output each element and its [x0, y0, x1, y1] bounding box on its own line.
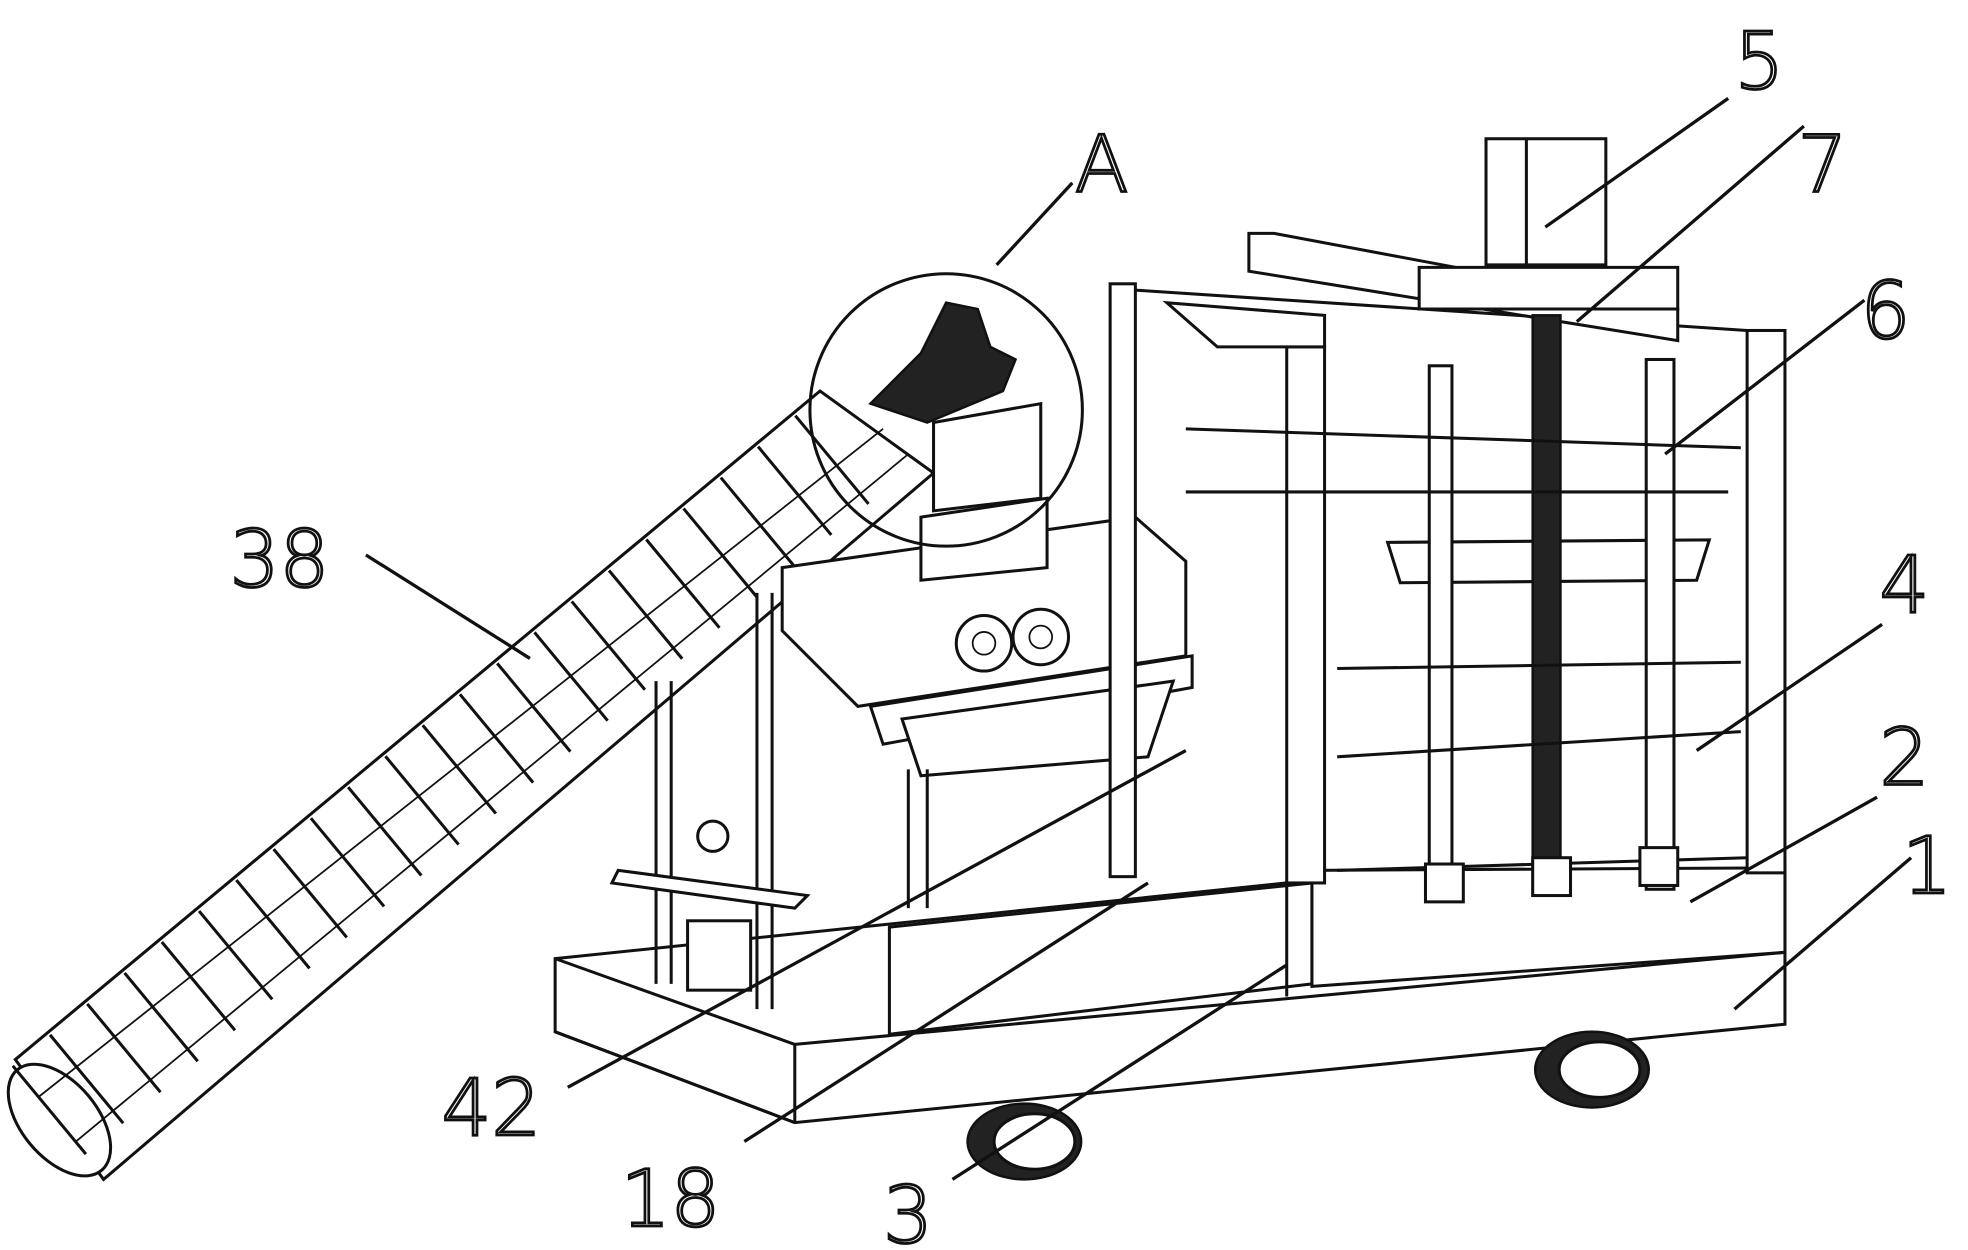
leader-lines — [365, 97, 1913, 1181]
conveyor-rib — [496, 662, 572, 753]
conveyor-rib — [235, 879, 311, 970]
conveyor-rib — [645, 538, 721, 629]
detail-circle-a — [808, 272, 1084, 548]
base-platform — [553, 866, 1787, 1125]
label-38: 38 — [230, 515, 330, 606]
conveyor-rib — [719, 476, 796, 567]
mixer-unit — [609, 272, 1194, 1010]
label-a: A — [1075, 120, 1129, 211]
conveyor-rib — [48, 1033, 125, 1125]
conveyor-rib — [160, 941, 237, 1032]
conveyor-rib — [607, 569, 684, 660]
label-2: 2 — [1880, 713, 1930, 804]
label-7: 7 — [1798, 120, 1848, 211]
conveyor-rib — [309, 817, 386, 908]
conveyor-rib — [197, 910, 274, 1001]
label-42: 42 — [442, 1063, 542, 1154]
label-1: 1 — [1902, 821, 1952, 912]
lifting-frame — [1108, 137, 1787, 904]
label-18: 18 — [621, 1154, 721, 1245]
label-3: 3 — [883, 1170, 933, 1250]
conveyor-rib — [570, 600, 647, 691]
conveyor-rib — [11, 1064, 88, 1156]
conveyor-rib — [86, 1002, 162, 1094]
wheels — [966, 1030, 1650, 1181]
label-4: 4 — [1880, 540, 1930, 631]
conveyor-rib — [272, 848, 348, 939]
conveyor-rib — [794, 414, 870, 505]
conveyor-rib — [421, 724, 498, 815]
conveyor-rib — [682, 507, 758, 598]
conveyor-rib — [346, 786, 423, 877]
conveyor-ribs — [11, 414, 870, 1156]
conveyor-rib — [756, 445, 833, 536]
label-5: 5 — [1735, 16, 1785, 107]
conveyor-rib — [458, 693, 535, 784]
conveyor-rib — [533, 631, 609, 722]
conveyor-rib — [123, 971, 199, 1063]
label-6: 6 — [1861, 266, 1911, 357]
conveyor-rib — [384, 755, 460, 846]
